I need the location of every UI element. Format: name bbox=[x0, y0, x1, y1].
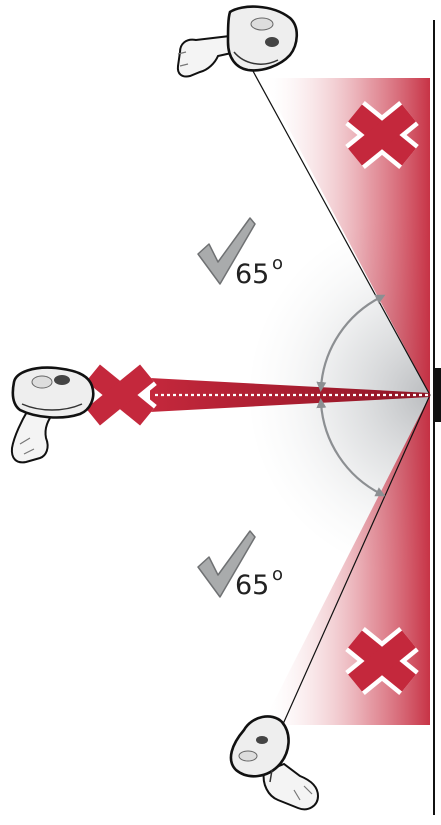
upper-angle-unit: o bbox=[272, 253, 283, 274]
x-mark-icon bbox=[345, 100, 419, 170]
barcode-label bbox=[433, 368, 441, 422]
upper-angle-value: 65 bbox=[235, 259, 269, 290]
barcode-scanner-icon bbox=[229, 715, 320, 811]
lower-angle-value: 65 bbox=[235, 570, 269, 601]
lower-limit-line bbox=[274, 394, 431, 743]
lower-angle-arrow bbox=[316, 398, 386, 497]
upper-limit-line bbox=[235, 39, 431, 396]
barcode-scanner-icon bbox=[10, 366, 95, 464]
barcode-scanner-icon bbox=[176, 5, 299, 78]
checkmark-icon bbox=[197, 217, 256, 285]
x-mark-icon bbox=[345, 626, 419, 696]
x-mark-icon bbox=[83, 360, 157, 430]
checkmark-icon bbox=[197, 530, 256, 598]
upper-angle-arrow bbox=[316, 294, 386, 392]
lower-angle-unit: o bbox=[272, 564, 283, 585]
perpendicular-beam bbox=[150, 378, 430, 412]
